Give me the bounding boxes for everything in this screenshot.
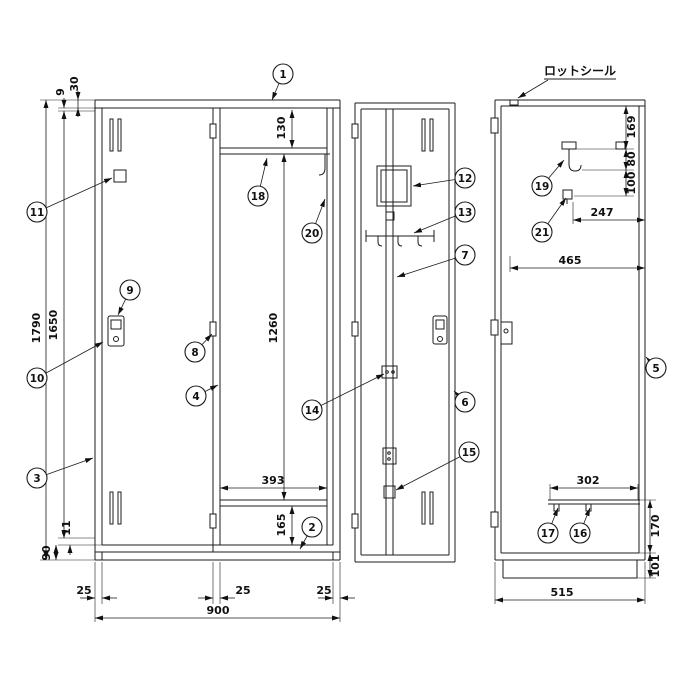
svg-text:15: 15 bbox=[462, 447, 477, 459]
callout-12: 12 bbox=[412, 167, 476, 189]
inner-lock bbox=[432, 315, 448, 345]
coat-rod bbox=[365, 230, 435, 247]
callout-1: 1 bbox=[271, 63, 294, 101]
lot-seal-mark bbox=[509, 99, 519, 106]
dim-compartment-width: 393 bbox=[262, 474, 285, 487]
svg-text:9: 9 bbox=[126, 285, 133, 297]
callouts-layer: 1 2 3 4 5 6 7 bbox=[26, 63, 667, 550]
mirror bbox=[376, 165, 412, 207]
dim-hook-depth: 247 bbox=[591, 206, 614, 219]
dim-left-wall: 25 bbox=[76, 584, 91, 597]
svg-text:8: 8 bbox=[191, 347, 198, 359]
door-vent-slits-bottom bbox=[109, 491, 122, 525]
dim-hanging-height: 1260 bbox=[267, 312, 280, 343]
side-view-outline bbox=[494, 99, 646, 579]
callout-4: 4 bbox=[185, 384, 219, 407]
callout-11: 11 bbox=[26, 177, 113, 223]
dim-shelf-offset: 130 bbox=[275, 116, 288, 139]
svg-text:21: 21 bbox=[535, 227, 550, 239]
dimensions-side: 169 80 100 247 465 302 170 101 515 bbox=[494, 106, 662, 604]
callout-2: 2 bbox=[299, 516, 323, 550]
dim-bottom-gap: 11 bbox=[60, 520, 73, 535]
dim-mid-wall: 25 bbox=[235, 584, 250, 597]
svg-text:11: 11 bbox=[30, 207, 45, 219]
side-view: ロットシール bbox=[490, 64, 646, 579]
dim-total-depth: 515 bbox=[551, 586, 574, 599]
svg-text:5: 5 bbox=[652, 363, 659, 375]
dim-shelf-width: 302 bbox=[577, 474, 600, 487]
dim-hook-top: 169 bbox=[625, 116, 638, 139]
inner-vent-slits-bottom bbox=[421, 491, 434, 525]
svg-text:10: 10 bbox=[30, 373, 45, 385]
svg-text:13: 13 bbox=[458, 207, 473, 219]
svg-text:17: 17 bbox=[541, 528, 556, 540]
channel-bracket-mid bbox=[381, 365, 398, 379]
svg-text:16: 16 bbox=[573, 528, 588, 540]
coat-hook-lower bbox=[562, 189, 573, 204]
dim-base-height-side: 101 bbox=[649, 555, 662, 578]
dim-top-gap: 9 bbox=[54, 88, 67, 96]
callout-13: 13 bbox=[413, 201, 476, 234]
callout-19: 19 bbox=[531, 159, 565, 197]
dim-bottom-shelf: 165 bbox=[275, 514, 288, 537]
inner-vent-slits-top bbox=[421, 118, 434, 152]
mirror-hook bbox=[385, 211, 395, 221]
callout-9: 9 bbox=[117, 279, 141, 316]
callout-10: 10 bbox=[26, 341, 104, 389]
callout-17: 17 bbox=[537, 507, 559, 544]
callout-16: 16 bbox=[569, 507, 591, 544]
callout-3: 3 bbox=[26, 457, 94, 489]
door-vent-slits-top bbox=[109, 118, 122, 152]
svg-text:20: 20 bbox=[305, 228, 320, 240]
svg-text:12: 12 bbox=[458, 173, 473, 185]
svg-text:14: 14 bbox=[305, 405, 320, 417]
coat-hook-upper bbox=[561, 141, 626, 172]
channel-device-lower bbox=[382, 447, 397, 465]
svg-text:7: 7 bbox=[461, 250, 468, 262]
callout-6: 6 bbox=[453, 390, 476, 413]
callout-18: 18 bbox=[247, 157, 269, 207]
dim-hook-lower: 100 bbox=[625, 171, 638, 194]
shelf-hook bbox=[318, 153, 330, 176]
side-lock bbox=[500, 321, 513, 345]
dim-hook-upper: 80 bbox=[625, 151, 638, 167]
dim-total-width: 900 bbox=[207, 604, 230, 617]
svg-text:3: 3 bbox=[33, 473, 40, 485]
callout-15: 15 bbox=[395, 441, 480, 491]
svg-text:18: 18 bbox=[251, 191, 266, 203]
svg-text:6: 6 bbox=[461, 397, 468, 409]
front-view-outline bbox=[94, 99, 341, 561]
door-handle-lock bbox=[107, 315, 125, 347]
dim-top-cap: 30 bbox=[68, 76, 81, 92]
callout-8: 8 bbox=[184, 333, 213, 363]
side-hinges bbox=[490, 117, 499, 528]
dimensions-front: 1790 30 9 1650 11 90 130 1260 393 165 25 bbox=[30, 76, 355, 622]
dim-total-height: 1790 bbox=[30, 312, 43, 343]
dim-rail-depth: 465 bbox=[559, 254, 582, 267]
open-door-outline bbox=[354, 102, 456, 563]
callout-20: 20 bbox=[301, 198, 326, 244]
shelf-hooks-side bbox=[553, 503, 592, 512]
callout-21: 21 bbox=[531, 197, 567, 243]
svg-text:1: 1 bbox=[279, 69, 286, 81]
lot-seal-text: ロットシール bbox=[544, 64, 616, 78]
lot-seal-label: ロットシール bbox=[517, 64, 616, 99]
svg-text:4: 4 bbox=[192, 391, 199, 403]
open-door-view bbox=[351, 102, 456, 563]
callout-7: 7 bbox=[396, 244, 476, 278]
callout-14: 14 bbox=[301, 373, 385, 421]
dim-right-wall: 25 bbox=[316, 584, 331, 597]
name-card-holder bbox=[113, 169, 127, 183]
dim-inner-height: 1650 bbox=[47, 309, 60, 340]
channel-foot-bracket bbox=[383, 485, 396, 499]
partition-hinges bbox=[209, 123, 217, 529]
dim-shelf-height: 170 bbox=[649, 514, 662, 537]
front-view bbox=[94, 99, 341, 561]
svg-text:19: 19 bbox=[535, 181, 550, 193]
dim-base-height: 90 bbox=[40, 545, 53, 561]
callout-5: 5 bbox=[645, 356, 667, 379]
door-edge-hinges bbox=[351, 123, 359, 529]
svg-text:2: 2 bbox=[308, 522, 315, 534]
